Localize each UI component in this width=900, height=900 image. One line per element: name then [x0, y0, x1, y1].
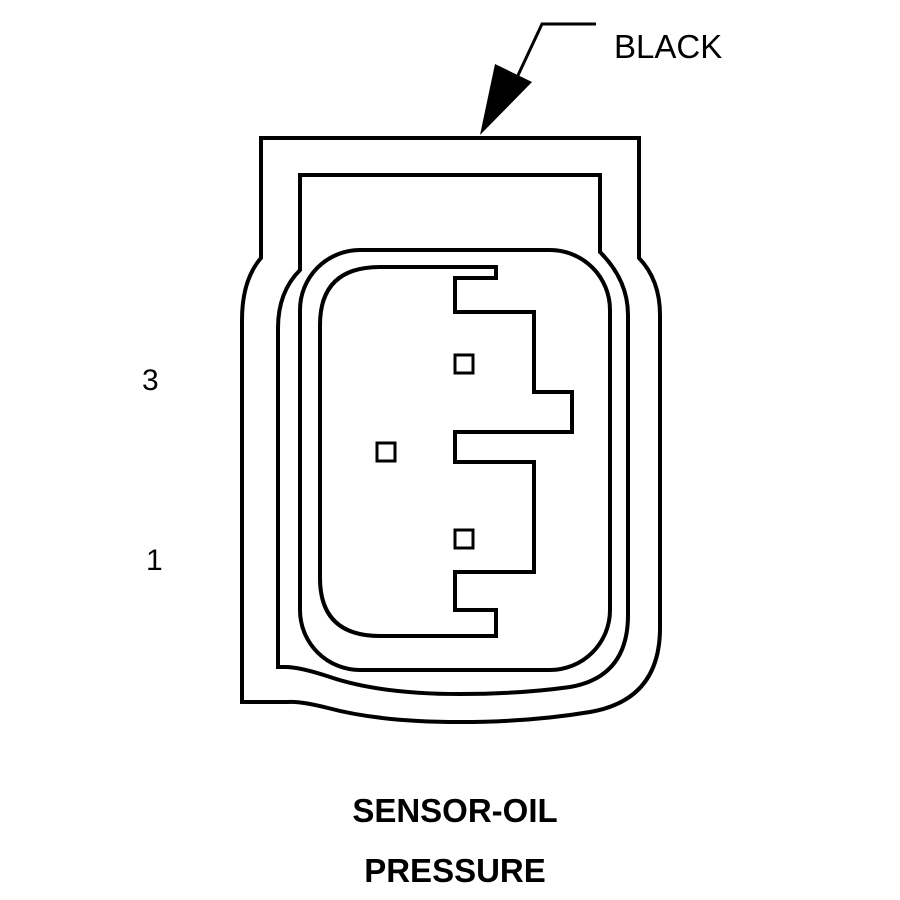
- pin-cavity-3: [453, 353, 475, 375]
- connector-outer-housing: [240, 136, 662, 725]
- pin-cavity-2: [375, 441, 397, 463]
- wire-color-label: BLACK: [614, 28, 723, 65]
- connector-title-line2: PRESSURE: [364, 852, 546, 889]
- leader-line: [511, 22, 596, 87]
- connector-cavity-outer: [298, 248, 612, 672]
- connector-inner-housing: [276, 173, 630, 697]
- arrow-head: [480, 64, 532, 135]
- color-leader-arrow: [480, 22, 596, 135]
- pin-number-label: 3: [142, 364, 159, 397]
- connector-terminal-face: [318, 265, 574, 638]
- pin-cavity-1: [453, 528, 475, 550]
- pin-number-label: 1: [146, 544, 163, 577]
- connector-title-line1: SENSOR-OIL: [352, 792, 558, 829]
